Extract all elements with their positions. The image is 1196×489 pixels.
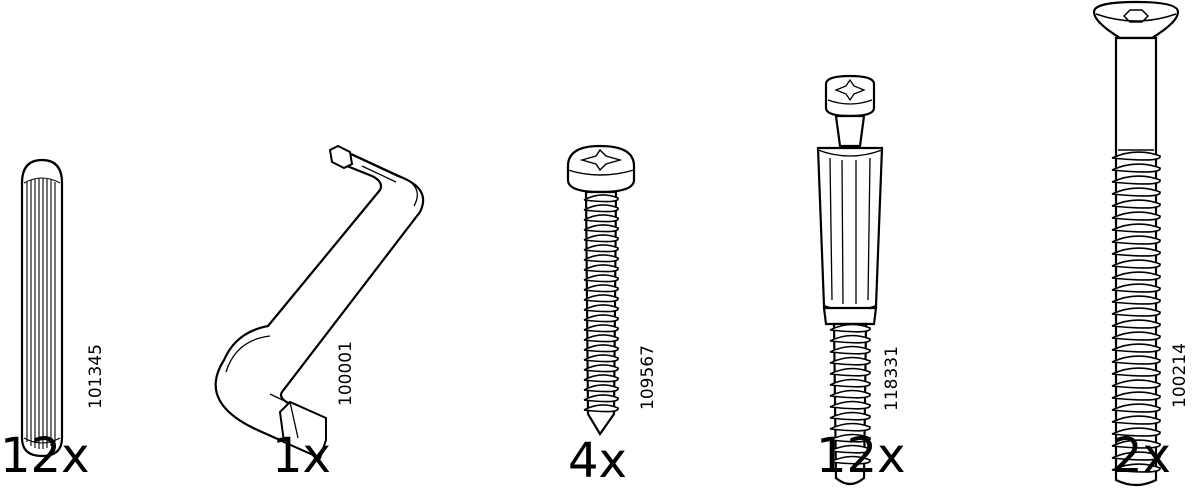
part-code-flat-head-hex-screw: 100214 [1170, 343, 1190, 408]
flat-head-hex-screw-threads [1111, 151, 1161, 473]
wood-screw-threads [583, 194, 619, 413]
part-quantity-allen-key: 1x [272, 428, 331, 484]
part-quantity-flat-head-hex-screw: 2x [1112, 428, 1171, 484]
part-quantity-cam-lock-bolt: 12x [816, 428, 906, 484]
cam-lock-bolt-threads [829, 323, 871, 465]
part-quantity-dowel: 12x [0, 428, 90, 484]
part-quantity-wood-screw: 4x [568, 433, 627, 489]
